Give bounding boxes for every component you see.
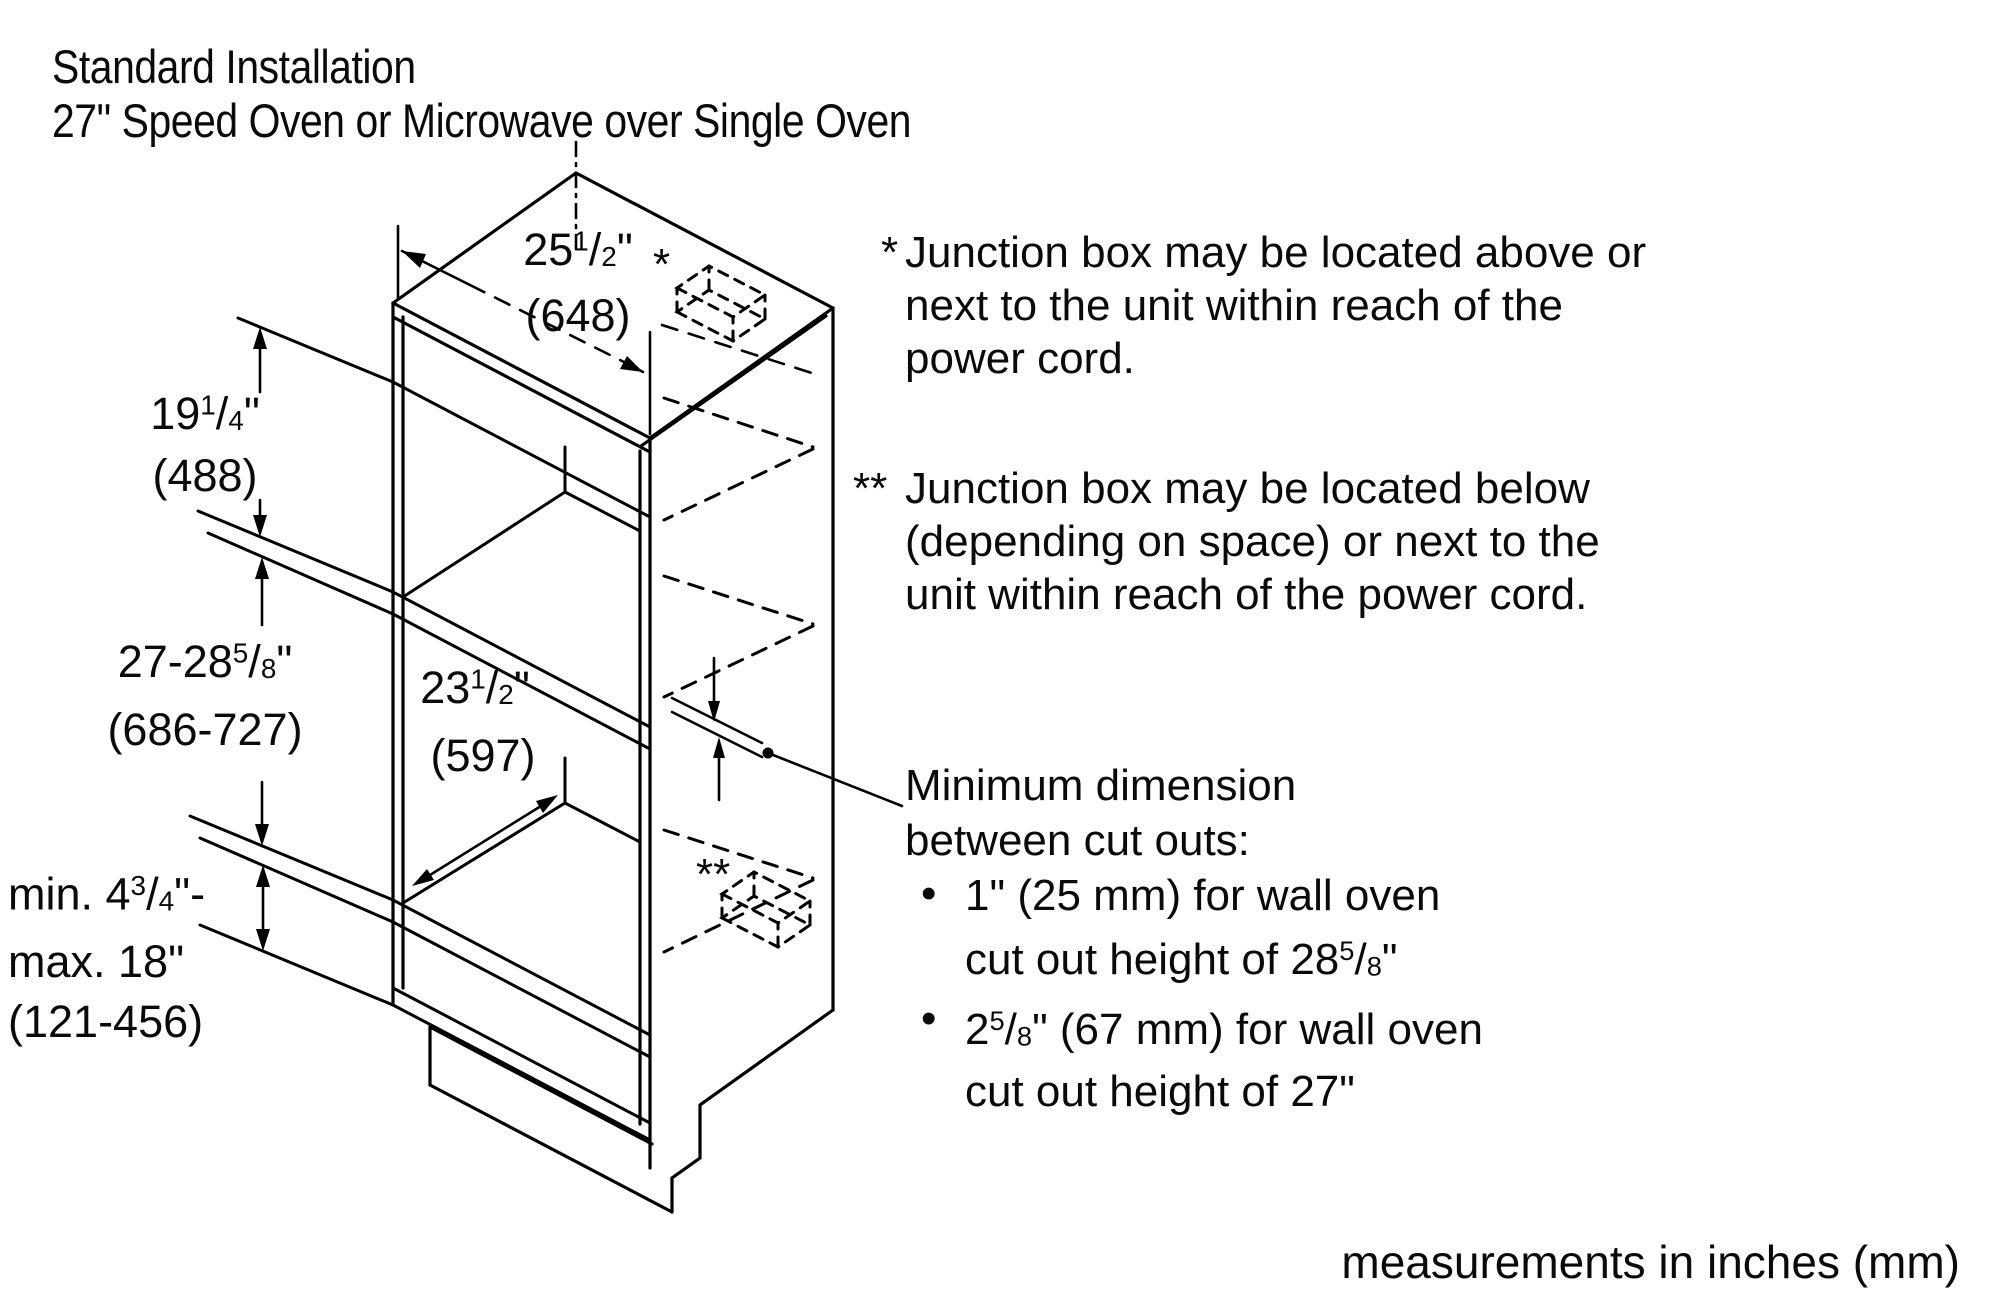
dim-depth-mm: (597) bbox=[430, 730, 536, 781]
note-above-line1: Junction box may be located above or bbox=[905, 228, 1647, 277]
note-above-line2: next to the unit within reach of the bbox=[905, 281, 1563, 330]
dim-bottom-clearance-line2: max. 18" bbox=[8, 935, 185, 987]
note-below-line3: unit within reach of the power cord. bbox=[905, 570, 1588, 619]
min-dimension-heading1: Minimum dimension bbox=[905, 761, 1297, 810]
units-footnote: measurements in inches (mm) bbox=[1341, 1236, 1960, 1288]
dim-upper-cutout-mm: (488) bbox=[152, 450, 258, 501]
bottom-junction-box-marker: ** bbox=[696, 850, 731, 899]
min-dimension-bullet1: • 1" (25 mm) for wall oven cut out heigh… bbox=[905, 868, 1483, 993]
junction-box-top-icon bbox=[674, 264, 768, 343]
gap-dimension-callout bbox=[670, 656, 904, 808]
dim-upper-cutout-inches: 191/4" bbox=[150, 388, 260, 439]
min-dimension-bullet1-line1: 1" (25 mm) for wall oven bbox=[965, 871, 1441, 920]
side-chevron-dashes bbox=[662, 396, 815, 954]
min-dimension-bullet2-line1: 25/8" (67 mm) for wall oven bbox=[965, 1005, 1483, 1055]
min-dimension-bullet2-line2: cut out height of 27" bbox=[965, 1066, 1355, 1116]
min-dimension-note: Minimum dimension between cut outs: • 1"… bbox=[905, 758, 1483, 1119]
cabinet-outline bbox=[391, 171, 835, 1142]
note-junction-box-above: * Junction box may be located above or n… bbox=[881, 226, 1647, 385]
bullet-icon: • bbox=[921, 869, 937, 918]
dim-bottom-clearance-mm: (121-456) bbox=[8, 995, 204, 1047]
dimension-depth-arrow bbox=[412, 795, 558, 886]
dim-lower-cutout-mm: (686-727) bbox=[107, 704, 303, 755]
min-dimension-bullet1-line2: cut out height of 285/8" bbox=[965, 935, 1398, 985]
junction-box-bottom-icon bbox=[719, 870, 813, 949]
min-dimension-bullet2: • 25/8" (67 mm) for wall oven cut out he… bbox=[905, 993, 1483, 1118]
top-junction-box-marker: * bbox=[653, 240, 671, 289]
note-above-line3: power cord. bbox=[905, 334, 1135, 383]
dim-top-width-mm: (648) bbox=[525, 290, 631, 341]
dim-top-width-inches: 251/2" bbox=[523, 224, 633, 275]
note-below-line1: Junction box may be located below bbox=[905, 464, 1590, 513]
dim-depth-inches: 231/2" bbox=[420, 662, 530, 713]
page-title-line1: Standard Installation bbox=[52, 40, 416, 93]
note-below-marker: ** bbox=[853, 464, 888, 513]
dim-bottom-clearance: min. 43/4"- max. 18" (121-456) bbox=[8, 856, 205, 1052]
plinth bbox=[428, 1008, 835, 1214]
dimension-lower-cutout bbox=[255, 557, 269, 846]
min-dimension-heading2: between cut outs: bbox=[905, 816, 1250, 865]
dimension-upper-cutout bbox=[253, 327, 267, 537]
dimension-top-width bbox=[396, 140, 820, 436]
note-junction-box-below: ** Junction box may be located below (de… bbox=[853, 462, 1600, 621]
page-title-line2: 27" Speed Oven or Microwave over Single … bbox=[52, 94, 912, 147]
dim-lower-cutout-inches: 27-285/8" bbox=[117, 636, 293, 687]
note-above-marker: * bbox=[881, 228, 899, 277]
bullet-icon: • bbox=[921, 994, 937, 1044]
cabinet-interior bbox=[401, 445, 642, 905]
dim-bottom-clearance-line1: min. 43/4"- bbox=[8, 868, 206, 920]
dimension-bottom-clearance bbox=[256, 865, 270, 951]
note-below-line2: (depending on space) or next to the bbox=[905, 517, 1600, 566]
